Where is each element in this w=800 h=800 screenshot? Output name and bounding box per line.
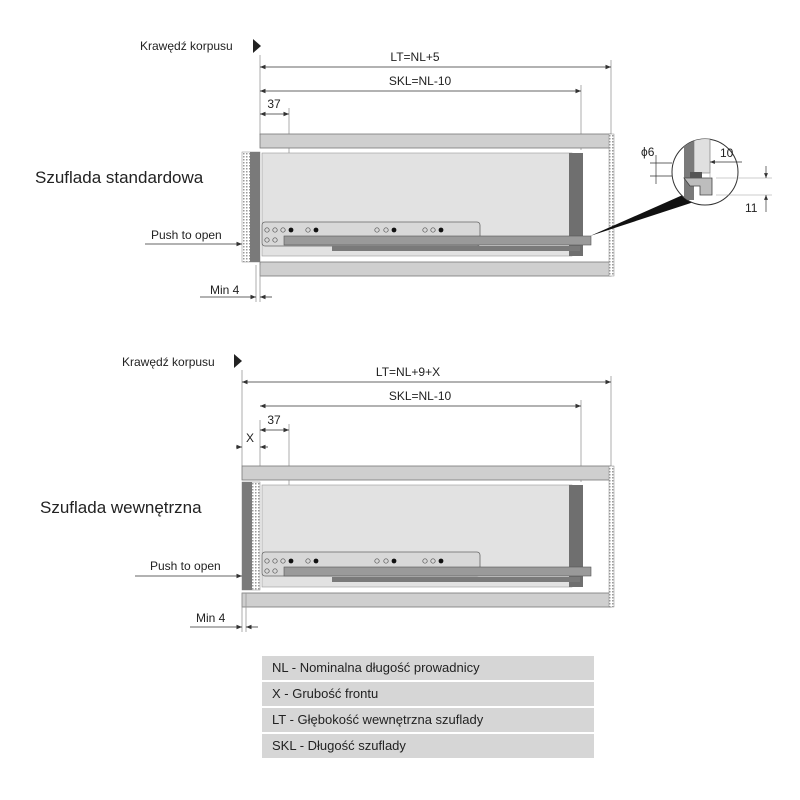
edge-marker-icon — [234, 354, 242, 368]
standard-drawer-section: Krawędź korpusu LT=NL+5 SKL=NL-10 37 — [35, 39, 615, 302]
drawer-back — [569, 153, 583, 256]
min-4-label: Min 4 — [196, 611, 226, 625]
runner-lower-rail — [332, 246, 580, 251]
runner-holes — [264, 558, 436, 574]
callout-pointer — [590, 190, 700, 236]
edge-label: Krawędź korpusu — [122, 355, 215, 369]
dim-x: X — [246, 431, 254, 445]
min-4-label: Min 4 — [210, 283, 240, 297]
legend-item-skl: SKL - Długość szuflady — [262, 734, 594, 758]
runner-lower-rail — [332, 577, 580, 582]
drawer-back — [569, 485, 583, 587]
skl-formula: SKL=NL-10 — [389, 74, 452, 88]
detail-callout: 10 ϕ6 11 — [590, 138, 772, 236]
legend: NL - Nominalna długość prowadnicy X - Gr… — [262, 656, 594, 760]
detail-dim-10: 10 — [720, 146, 734, 160]
cabinet-bottom-panel — [259, 261, 612, 277]
legend-item-lt: LT - Głębokość wewnętrzna szuflady — [262, 708, 594, 732]
push-to-open-label: Push to open — [151, 228, 222, 242]
runner-rail — [283, 566, 592, 577]
lt-formula: LT=NL+9+X — [376, 365, 440, 379]
detail-diameter: ϕ6 — [641, 145, 655, 159]
skl-formula: SKL=NL-10 — [389, 389, 452, 403]
cabinet-top-panel — [259, 133, 612, 149]
lt-formula: LT=NL+5 — [390, 50, 439, 64]
detail-dim-11: 11 — [745, 201, 758, 215]
push-to-open-label: Push to open — [150, 559, 221, 573]
drawer-front-inner — [250, 152, 260, 262]
dim-37: 37 — [267, 413, 281, 427]
section-title: Szuflada standardowa — [35, 168, 204, 187]
edge-label: Krawędź korpusu — [140, 39, 233, 53]
drawer-front-inner — [242, 482, 252, 590]
dim-37: 37 — [267, 97, 281, 111]
cabinet-back-wall — [608, 465, 615, 608]
cabinet-bottom-panel — [241, 592, 612, 608]
runner-rail — [283, 235, 592, 246]
cabinet-back-wall — [608, 133, 615, 277]
cabinet-top-panel — [241, 465, 612, 481]
runner-holes — [264, 227, 436, 243]
internal-drawer-section: Krawędź korpusu LT=NL+9+X SKL=NL-10 37 X — [40, 354, 615, 632]
legend-item-nl: NL - Nominalna długość prowadnicy — [262, 656, 594, 680]
legend-item-x: X - Grubość frontu — [262, 682, 594, 706]
section-title: Szuflada wewnętrzna — [40, 498, 202, 517]
edge-marker-icon — [253, 39, 261, 53]
